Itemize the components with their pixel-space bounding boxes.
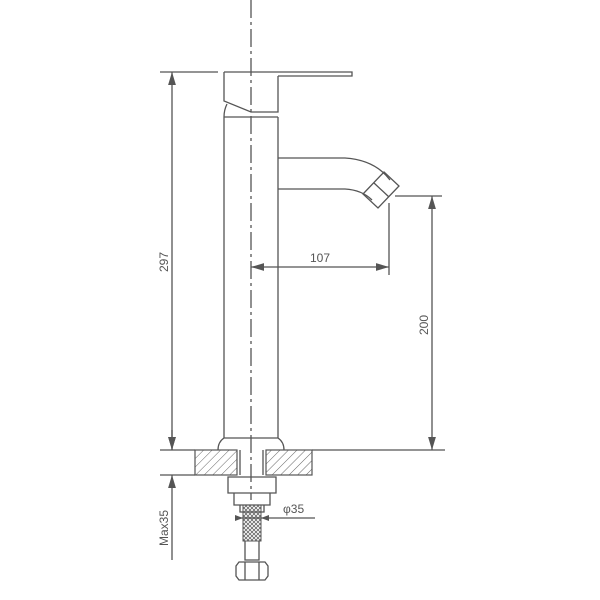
dimension-diameter-35: φ35 <box>235 502 315 521</box>
dimension-200: 200 <box>312 195 445 451</box>
dimension-107: 107 <box>251 203 390 275</box>
handle <box>223 71 353 118</box>
dimension-max35: Max35 <box>157 430 176 560</box>
dimension-297: 297 <box>157 71 218 450</box>
dimension-200-label: 200 <box>417 315 431 335</box>
countertop-section <box>160 449 313 476</box>
dimension-297-label: 297 <box>157 252 171 272</box>
dimension-max35-label: Max35 <box>157 510 171 546</box>
spout <box>278 157 400 209</box>
mounting-hardware <box>227 476 277 581</box>
faucet-body <box>217 117 285 451</box>
dimension-107-label: 107 <box>310 251 330 265</box>
dimension-diameter-35-label: φ35 <box>283 502 304 516</box>
